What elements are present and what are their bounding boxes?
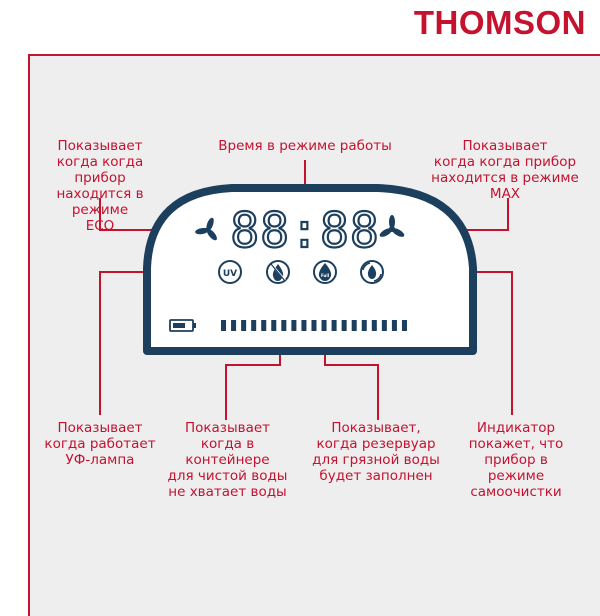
level-segment — [321, 320, 327, 331]
self-cleaning-label: Индикатор покажет, что прибор в режиме с… — [468, 420, 564, 500]
max-mode-label: Показывает когда когда прибор находится … — [431, 138, 579, 202]
clock-digits: 88:88 — [230, 203, 380, 259]
uv-lamp-label: Показывает когда работает УФ-лампа — [44, 420, 156, 468]
clean-water-label: Показывает когда в контейнере для чистой… — [167, 420, 288, 500]
level-segment — [221, 320, 227, 331]
battery-icon — [169, 319, 196, 332]
level-bar — [221, 320, 407, 331]
level-segment — [271, 320, 277, 331]
level-segment — [291, 320, 297, 331]
level-segment — [351, 320, 357, 331]
level-segment — [241, 320, 247, 331]
fan-low-icon — [195, 217, 217, 241]
self-cleaning-icon — [360, 260, 384, 284]
level-segment — [281, 320, 287, 331]
full-tank-label: Full — [321, 273, 330, 278]
level-segment — [361, 320, 367, 331]
full-tank-icon: Full — [313, 260, 337, 284]
level-segment — [341, 320, 347, 331]
level-segment — [381, 320, 387, 331]
level-segment — [261, 320, 267, 331]
level-segment — [231, 320, 237, 331]
uv-icon: UV — [218, 260, 242, 284]
display-diagram: 88:88 UV Full — [99, 160, 513, 420]
level-segment — [401, 320, 407, 331]
thomson-logo: THOMSON — [413, 4, 586, 41]
operating-time-label: Время в режиме работы — [218, 138, 392, 154]
no-water-drop-icon — [266, 260, 290, 284]
uv-icon-label: UV — [223, 269, 237, 279]
level-segment — [371, 320, 377, 331]
level-segment — [331, 320, 337, 331]
eco-mode-label: Показывает когда когда прибор находится … — [56, 138, 144, 234]
level-segment — [311, 320, 317, 331]
level-segment — [391, 320, 397, 331]
level-segment — [301, 320, 307, 331]
dirty-water-label: Показывает, когда резервуар для грязной … — [312, 420, 440, 484]
level-segment — [251, 320, 257, 331]
fan-max-icon — [379, 215, 405, 237]
